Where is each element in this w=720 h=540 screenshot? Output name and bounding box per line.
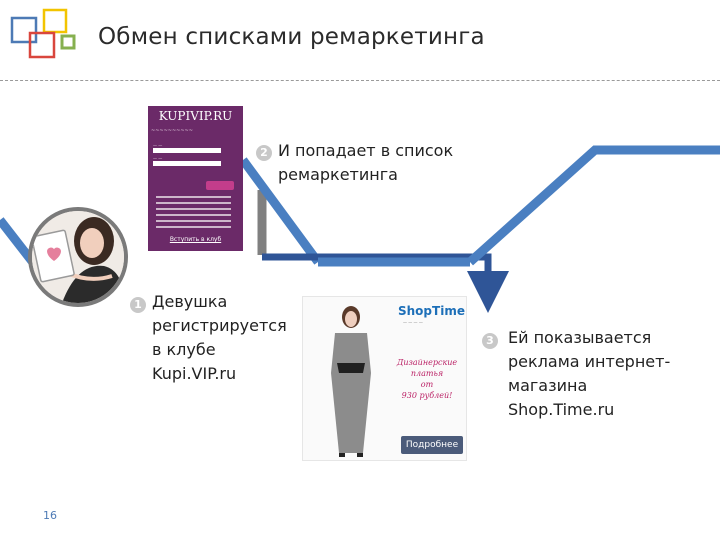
benefit-line bbox=[156, 202, 231, 204]
form-label: — — bbox=[153, 143, 163, 148]
shoptime-tagline: — — — — bbox=[403, 320, 423, 325]
promo-line: платья bbox=[410, 369, 444, 378]
step-1-line: в клубе bbox=[152, 340, 216, 359]
step-2-text: И попадает в список ремаркетинга bbox=[278, 139, 453, 187]
step-1-line: Kupi.VIP.ru bbox=[152, 364, 237, 383]
login-button[interactable] bbox=[206, 181, 234, 190]
step-1-line: Девушка bbox=[152, 292, 228, 311]
step-3-text: Ей показывается реклама интернет- магази… bbox=[508, 326, 670, 422]
promo-line: Дизайнерские bbox=[396, 358, 458, 367]
girl-with-laptop-image bbox=[28, 207, 128, 307]
girl-illustration bbox=[32, 211, 124, 303]
step-3-badge: 3 bbox=[482, 333, 498, 349]
step-3-line: Ей показывается bbox=[508, 328, 652, 347]
step-1-line: регистрируется bbox=[152, 316, 287, 335]
promo-line: 930 рублей! bbox=[401, 391, 453, 400]
logo-square-green bbox=[60, 34, 76, 50]
step-3-line: реклама интернет- bbox=[508, 352, 671, 371]
step-3-line: Shop.Time.ru bbox=[508, 400, 615, 419]
step-2-line: ремаркетинга bbox=[278, 165, 398, 184]
flow-line-right bbox=[466, 145, 720, 266]
page-title: Обмен списками ремаркетинга bbox=[98, 24, 485, 50]
kupivip-logo: KUPIVIP.RU bbox=[158, 109, 233, 123]
kupivip-signup-form: KUPIVIP.RU ~~~~~~~~~~ — — — — Вступить в… bbox=[148, 106, 243, 251]
flow-line-diagonal-1 bbox=[239, 157, 322, 265]
logo-squares bbox=[10, 8, 76, 59]
title-divider bbox=[0, 80, 720, 81]
ad-promo-text: Дизайнерские платья от 930 рублей! bbox=[389, 357, 465, 401]
benefit-line bbox=[156, 226, 231, 228]
flow-line-dark bbox=[262, 253, 509, 313]
benefit-line bbox=[156, 208, 231, 210]
step-3-line: магазина bbox=[508, 376, 588, 395]
kupivip-tagline: ~~~~~~~~~~ bbox=[151, 128, 193, 134]
shoptime-logo: ShopTime bbox=[398, 304, 465, 318]
password-field[interactable] bbox=[153, 161, 221, 166]
logo-square-blue bbox=[10, 16, 38, 44]
promo-line: от bbox=[420, 380, 434, 389]
shoptime-ad-banner[interactable]: ShopTime — — — — Дизайнерские платья от … bbox=[302, 296, 467, 461]
ad-details-button[interactable]: Подробнее bbox=[401, 436, 463, 454]
logo-square-red bbox=[28, 31, 56, 59]
form-label: — — bbox=[153, 156, 163, 161]
step-2-line: И попадает в список bbox=[278, 141, 454, 160]
heart-icon bbox=[47, 247, 61, 261]
benefit-line bbox=[156, 196, 231, 198]
email-field[interactable] bbox=[153, 148, 221, 153]
benefit-line bbox=[156, 220, 231, 222]
step-1-text: Девушка регистрируется в клубе Kupi.VIP.… bbox=[152, 290, 287, 386]
join-club-link[interactable]: Вступить в клуб bbox=[169, 236, 222, 243]
benefit-line bbox=[156, 214, 231, 216]
step-2-badge: 2 bbox=[256, 145, 272, 161]
step-1-badge: 1 bbox=[130, 297, 146, 313]
page-number: 16 bbox=[43, 509, 57, 522]
model-figure bbox=[331, 306, 371, 457]
